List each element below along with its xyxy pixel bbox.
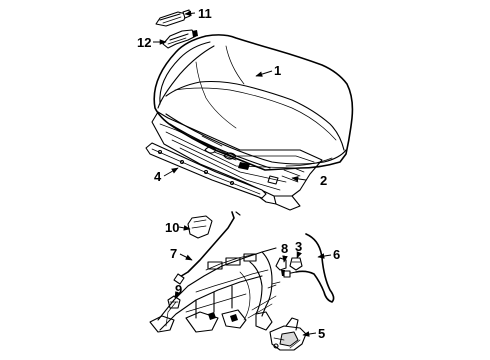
prop-rod-clip-part <box>155 9 191 27</box>
hood-insulator-part <box>151 111 323 211</box>
weatherstrip-part <box>145 142 267 199</box>
callout-labels: 1 2 3 4 5 6 7 8 9 10 11 12 <box>137 6 340 341</box>
callout-8: 8 <box>281 241 288 256</box>
callout-3: 3 <box>295 239 302 254</box>
leader-lines <box>153 10 332 337</box>
hood-panel-part <box>153 34 354 171</box>
callout-2: 2 <box>320 173 327 188</box>
callout-4: 4 <box>154 169 162 184</box>
callout-6: 6 <box>333 247 340 262</box>
prop-rod-part <box>173 211 241 285</box>
hood-latch-part <box>269 317 307 351</box>
callout-12: 12 <box>137 35 151 50</box>
latch-bumper-part <box>275 257 303 276</box>
callout-1: 1 <box>274 63 281 78</box>
callout-7: 7 <box>170 246 177 261</box>
callout-5: 5 <box>318 326 325 341</box>
callout-9: 9 <box>175 282 182 297</box>
callout-10: 10 <box>165 220 179 235</box>
radiator-support-structure <box>149 247 277 333</box>
callout-11: 11 <box>198 6 212 21</box>
prop-rod-retainer-part <box>187 215 213 239</box>
fastener-part <box>167 295 181 309</box>
grommet-clip-part <box>162 29 198 49</box>
